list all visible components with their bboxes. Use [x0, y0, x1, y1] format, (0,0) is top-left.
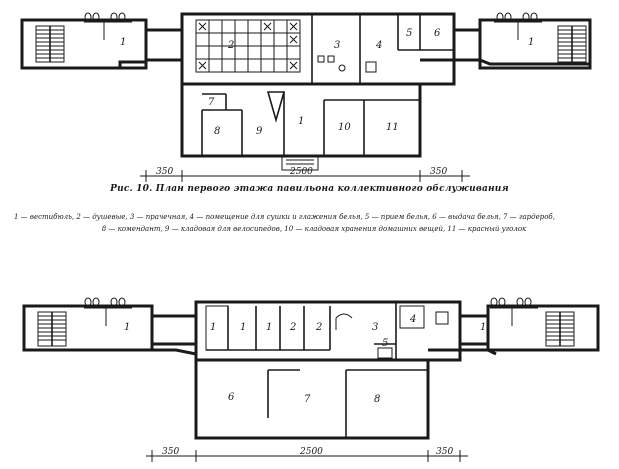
bottom-room-label-5: 5	[382, 338, 388, 349]
bottom-room-label-2b: 2	[315, 322, 322, 333]
bottom-dim-right: 350	[436, 447, 453, 457]
top-room-label-7: 7	[208, 97, 215, 108]
bottom-floor-plan: 1 1 1 1 2 2 3 4 5 1 6 7 8 350 2500 350	[22, 297, 600, 462]
top-room-label-4: 4	[375, 40, 382, 51]
figure-caption-title: Рис. 10. План первого этажа павильона ко…	[110, 184, 509, 194]
top-room-label-2: 2	[227, 40, 234, 51]
top-dimension-line: 350 2500 350	[140, 167, 470, 182]
bottom-dim-left: 350	[162, 447, 179, 457]
top-entrance-steps	[281, 155, 319, 171]
top-room-label-8: 8	[214, 126, 220, 137]
top-room-label-3: 3	[334, 40, 340, 51]
bottom-room-label-1c: 1	[210, 322, 216, 333]
top-right-wing-outline	[478, 18, 592, 70]
bottom-dim-center: 2500	[299, 447, 323, 457]
top-left-wc-fixtures	[84, 12, 132, 40]
bottom-right-wc-fixtures	[490, 297, 538, 326]
top-laundry-equipment	[317, 55, 377, 73]
top-room-label-11: 11	[386, 122, 399, 133]
bottom-upper-partitions	[205, 302, 449, 360]
top-main-block-upper	[180, 12, 456, 86]
bottom-room-label-6: 6	[228, 392, 235, 403]
bottom-main-block-upper	[194, 300, 462, 362]
top-showers-grid	[195, 19, 301, 73]
top-room-label-1-vestibule: 1	[298, 116, 304, 127]
figure-legend-line-2: 8 — комендант, 9 — кладовая для велосипе…	[101, 225, 527, 233]
bottom-dimension-line: 350 2500 350	[146, 447, 468, 462]
bottom-room-label-1b: 1	[266, 322, 272, 333]
bottom-right-wing-outline	[486, 304, 600, 352]
top-left-staircase	[35, 25, 65, 63]
top-floor-plan: 1 2 3 4 5 6 7 8 9 1 10 11 1 350 2500 350	[20, 12, 592, 182]
top-room-label-6: 6	[434, 28, 441, 39]
bottom-lower-partitions	[267, 369, 428, 438]
bottom-room-label-7: 7	[304, 394, 311, 405]
bottom-room-label-8: 8	[374, 394, 380, 405]
top-room-label-1-right: 1	[528, 37, 534, 48]
top-dim-right: 350	[430, 167, 447, 177]
top-room-label-10: 10	[338, 122, 351, 133]
bottom-main-block-lower	[194, 358, 430, 440]
top-room-label-1: 1	[120, 37, 126, 48]
bottom-room-label-1a: 1	[240, 322, 246, 333]
top-room-label-5: 5	[406, 28, 412, 39]
bottom-right-staircase	[545, 311, 575, 347]
top-right-wc-fixtures	[494, 12, 542, 40]
bottom-left-staircase	[37, 311, 67, 347]
bottom-room-label-1-left: 1	[124, 322, 130, 333]
bottom-left-wc-fixtures	[84, 297, 132, 326]
bottom-room-label-4: 4	[409, 314, 416, 325]
top-room-label-9: 9	[256, 126, 263, 137]
top-dim-left: 350	[156, 167, 173, 177]
top-right-staircase	[557, 25, 587, 63]
bottom-room-label-2a: 2	[289, 322, 296, 333]
top-dim-center: 2500	[289, 167, 313, 177]
bottom-room-label-3: 3	[372, 322, 378, 333]
figure-legend-line-1: 1 — вестибюль, 2 — душевые, 3 — прачечна…	[14, 213, 555, 221]
bottom-room-label-1-right: 1	[480, 322, 486, 333]
